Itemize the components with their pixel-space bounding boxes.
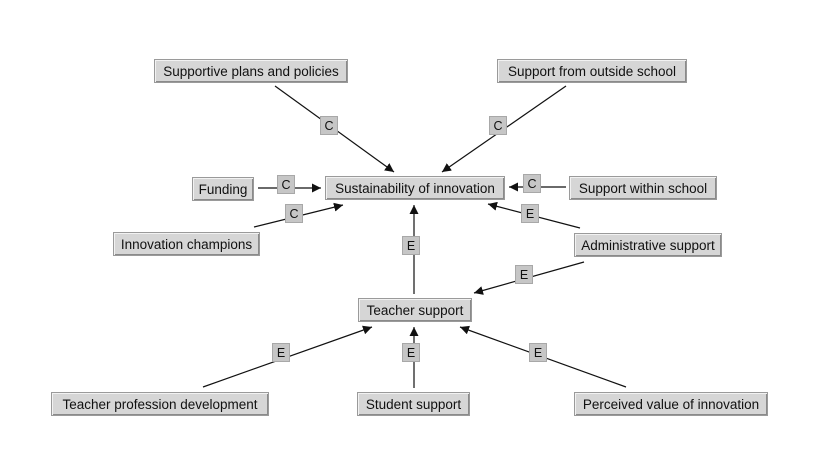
node-perceived-value-of-innovation: Perceived value of innovation (574, 392, 768, 416)
edge-label-student-to-teacher: E (402, 343, 420, 362)
node-funding: Funding (192, 177, 254, 201)
node-teacher-profession-development: Teacher profession development (51, 392, 269, 416)
edge-label-admin-to-teacher: E (515, 265, 533, 284)
edge-label-admin-to-sustainability: E (521, 204, 539, 223)
node-supportive-plans-and-policies: Supportive plans and policies (154, 59, 348, 83)
edge-label-funding-to-sustainability: C (277, 175, 295, 194)
node-administrative-support: Administrative support (574, 233, 722, 257)
node-sustainability-of-innovation: Sustainability of innovation (325, 176, 505, 200)
node-student-support: Student support (357, 392, 470, 416)
edge-label-profdev-to-teacher: E (272, 343, 290, 362)
node-innovation-champions: Innovation champions (113, 232, 260, 256)
edge-label-teacher-to-sustainability: E (402, 236, 420, 255)
edge-label-outside-to-sustainability: C (489, 116, 507, 135)
node-teacher-support: Teacher support (358, 298, 472, 322)
edge-label-plans-to-sustainability: C (320, 116, 338, 135)
edge-label-perceived-to-teacher: E (529, 343, 547, 362)
edge-label-within-to-sustainability: C (523, 174, 541, 193)
node-support-within-school: Support within school (569, 176, 717, 200)
edge-label-champions-to-sustainability: C (285, 204, 303, 223)
node-support-from-outside-school: Support from outside school (497, 59, 687, 83)
